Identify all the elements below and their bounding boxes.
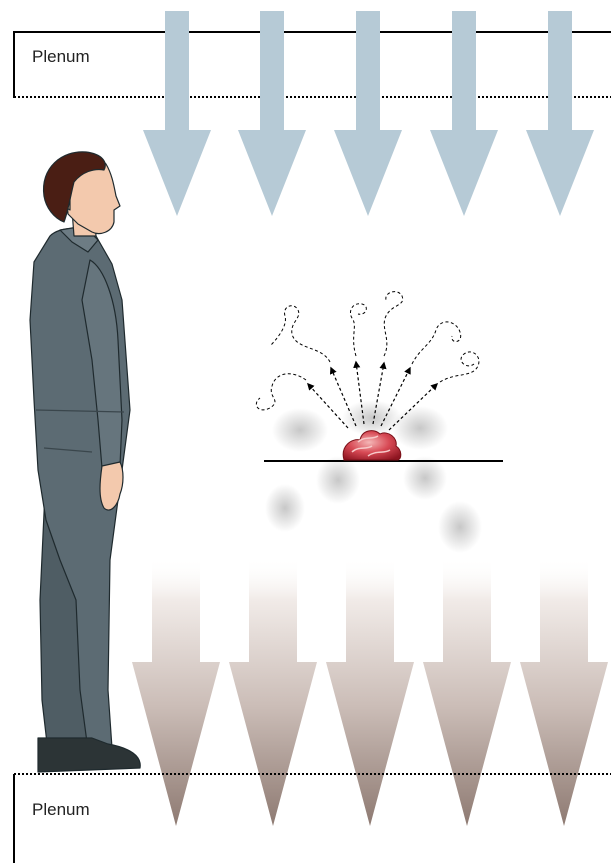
clean-air-arrow-1: [143, 11, 211, 216]
exhaust-arrow-2: [229, 560, 317, 826]
smoke-curl-6: [440, 352, 479, 382]
burning-specimen-icon: [343, 431, 401, 460]
smoke-curl-3: [350, 304, 366, 356]
bottom-plenum-label: Plenum: [32, 800, 90, 820]
exhaust-arrows: [132, 560, 608, 826]
top-plenum-label: Plenum: [32, 47, 90, 67]
exhaust-arrow-5: [520, 560, 608, 826]
smoke-curl-4: [384, 292, 403, 356]
smoke-curl-1: [256, 374, 306, 410]
clean-air-arrow-5: [526, 11, 594, 216]
clean-air-arrow-2: [238, 11, 306, 216]
exhaust-arrow-1: [132, 560, 220, 826]
bottom-plenum: [14, 774, 611, 863]
exhaust-arrow-4: [423, 560, 511, 826]
exhaust-arrow-3: [326, 560, 414, 826]
top-plenum: [14, 32, 611, 98]
person-icon: [30, 152, 140, 772]
top-plenum-border: [14, 32, 611, 98]
clean-air-arrow-3: [334, 11, 402, 216]
clean-air-arrow-4: [430, 11, 498, 216]
smoke-curl-2: [270, 306, 330, 362]
smoke-curls: [256, 292, 479, 410]
smoke-curl-5: [412, 322, 461, 364]
clean-air-arrows: [143, 11, 594, 216]
